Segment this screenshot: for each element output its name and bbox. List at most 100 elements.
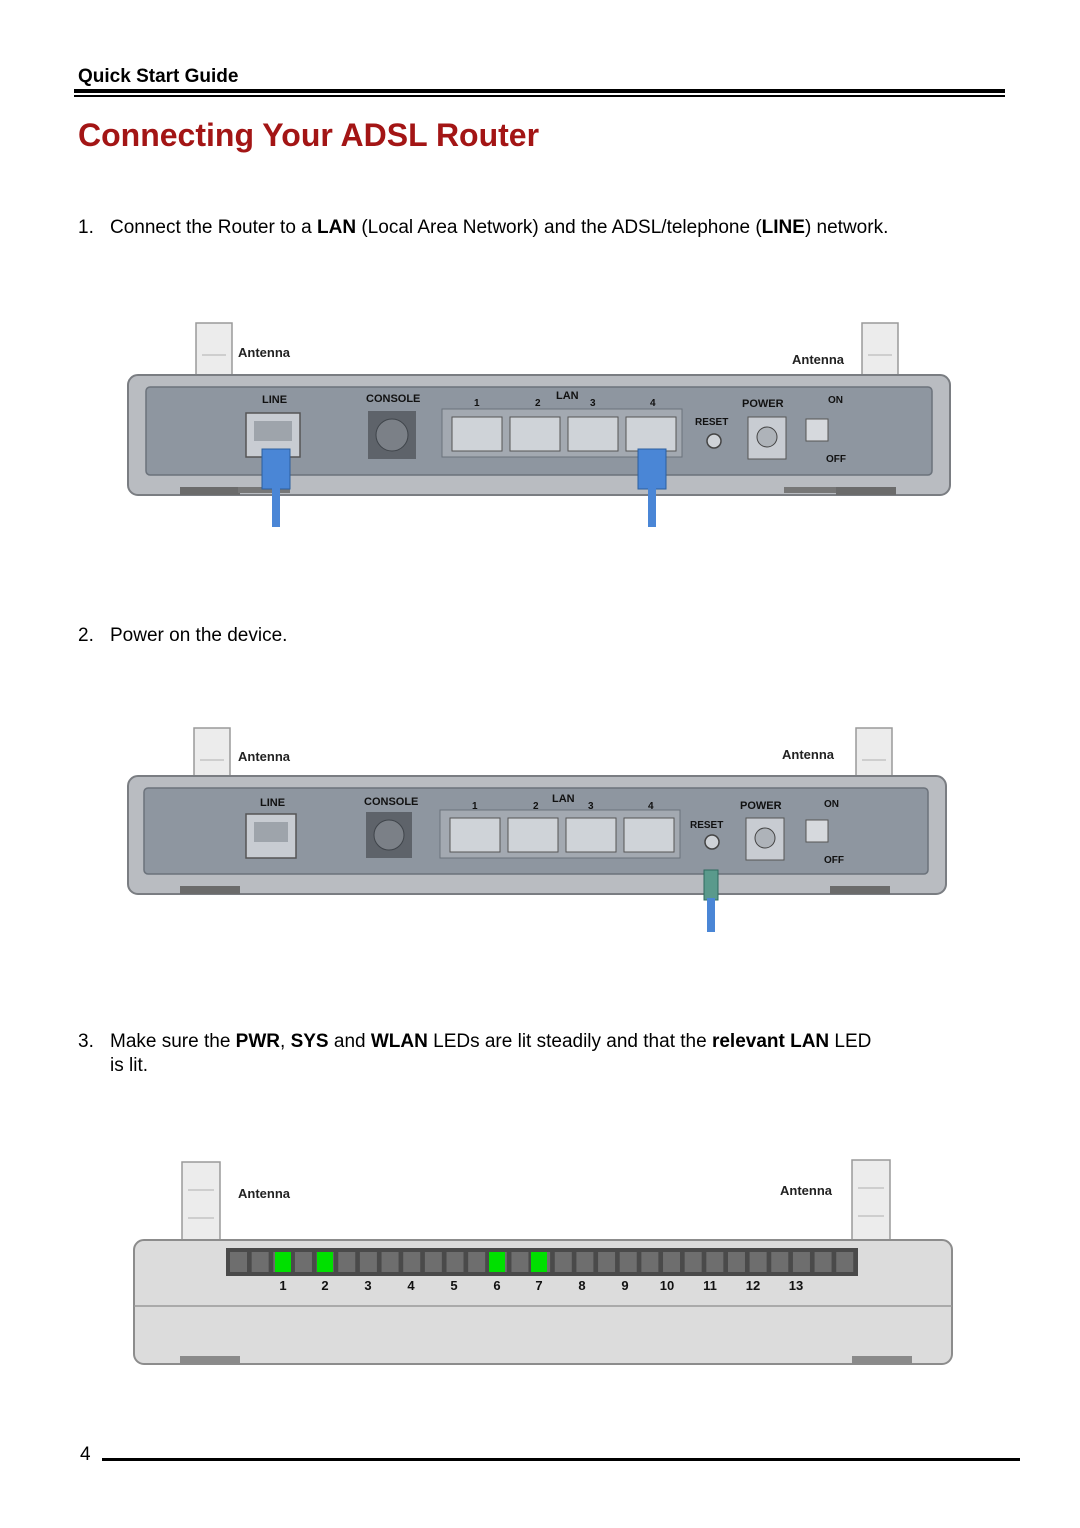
header-rule-thin [74,95,1005,97]
reset-label: RESET [690,820,723,831]
led-cell [338,1252,356,1272]
led-cell [359,1252,377,1272]
led-number-6: 6 [493,1278,500,1293]
antenna-label-left: Antenna [238,1186,291,1201]
led-cell [424,1252,442,1272]
line-cable-plug [261,448,291,490]
led-cell [576,1252,594,1272]
step-text: Power on the device. [110,625,288,646]
lan-port [565,817,617,853]
led-cell [403,1252,421,1272]
led-lit-6 [489,1252,505,1272]
power-label: POWER [742,398,784,410]
page-number: 4 [80,1444,91,1465]
led-cell [727,1252,745,1272]
lan-port [567,416,619,452]
antenna-right [851,1159,891,1251]
lan-cable-plug [637,448,667,490]
power-cable-plug [703,869,719,901]
led-cell [251,1252,269,1272]
console-label: CONSOLE [366,393,420,405]
led-cell [663,1252,681,1272]
console-label: CONSOLE [364,796,418,808]
power-switch [805,819,829,843]
led-number-9: 9 [621,1278,628,1293]
reset-button [706,433,722,449]
led-number-3: 3 [364,1278,371,1293]
antenna-label-left: Antenna [238,749,291,764]
step-number: 3. [78,1031,94,1052]
led-cell [468,1252,486,1272]
reset-label: RESET [695,417,728,428]
led-number-12: 12 [746,1278,760,1293]
power-switch [805,418,829,442]
step-text: Make sure the PWR, SYS and WLAN LEDs are… [110,1031,872,1076]
led-cell [511,1252,529,1272]
step-number: 2. [78,625,94,646]
led-lit-1 [275,1252,291,1272]
step-1: 1. Connect the Router to a LAN (Local Ar… [78,216,1018,242]
led-cell [554,1252,572,1272]
antenna-label-right: Antenna [782,747,835,762]
led-cell [598,1252,616,1272]
led-number-13: 13 [789,1278,803,1293]
power-label: POWER [740,800,782,812]
led-cell [641,1252,659,1272]
lan-port-number: 1 [474,398,480,409]
step-number: 1. [78,217,94,238]
line-label: LINE [260,797,285,809]
led-lit-2 [317,1252,333,1272]
lan-label: LAN [556,390,579,402]
led-number-10: 10 [660,1278,674,1293]
led-cell [446,1252,464,1272]
router-back-figure-power: Antenna Antenna LINE CONSOLE 1 2 LAN 3 4… [0,720,1080,935]
off-label: OFF [824,855,844,866]
antenna-label-right: Antenna [780,1183,833,1198]
lan-port-number: 3 [588,801,594,812]
lan-port-number: 2 [535,398,541,409]
page-title: Connecting Your ADSL Router [78,117,540,153]
lan-port-number: 2 [533,801,539,812]
led-cell [381,1252,399,1272]
lan-port-number: 1 [472,801,478,812]
led-cell [836,1252,854,1272]
reset-button [704,834,720,850]
running-header: Quick Start Guide [78,66,239,87]
led-cell [230,1252,247,1272]
led-cell [792,1252,810,1272]
led-cell [771,1252,789,1272]
step-3: 3. Make sure the PWR, SYS and WLAN LEDs … [78,1030,1018,1080]
lan-port [449,817,501,853]
on-label: ON [824,799,839,810]
on-label: ON [828,395,843,406]
lan-port [507,817,559,853]
led-number-8: 8 [578,1278,585,1293]
step-2: 2. Power on the device. [78,624,1018,650]
led-number-1: 1 [279,1278,286,1293]
lan-port-number: 4 [648,801,654,812]
antenna-left [181,1161,221,1251]
led-lit-7 [531,1252,547,1272]
lan-port [625,416,677,452]
header-rule-thick [74,89,1005,93]
antenna-label-left: Antenna [238,345,291,360]
lan-port [451,416,503,452]
led-cell [684,1252,702,1272]
led-number-4: 4 [407,1278,415,1293]
led-cell [749,1252,767,1272]
lan-port-number: 4 [650,398,656,409]
led-number-5: 5 [450,1278,457,1293]
led-number-7: 7 [535,1278,542,1293]
antenna-label-right: Antenna [792,352,845,367]
led-cell [294,1252,312,1272]
led-cell [619,1252,637,1272]
footer-rule [102,1458,1020,1461]
lan-port-number: 3 [590,398,596,409]
lan-port [509,416,561,452]
led-number-11: 11 [703,1278,717,1293]
step-text: Connect the Router to a LAN (Local Area … [110,217,889,238]
led-cell [814,1252,832,1272]
led-cell [706,1252,724,1272]
off-label: OFF [826,454,846,465]
